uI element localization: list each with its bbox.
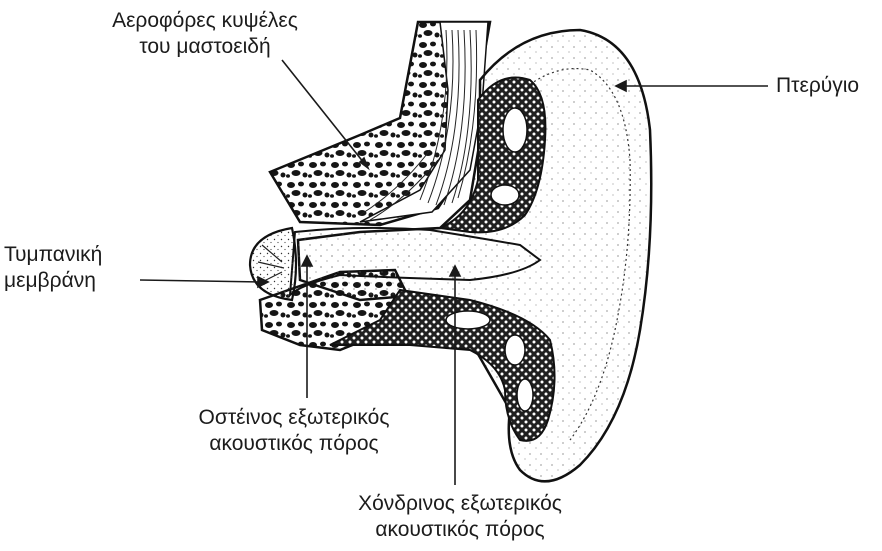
cartilage-hole-3 — [446, 311, 490, 329]
label-mastoid-line2: του μαστοειδή — [110, 34, 300, 60]
label-tympanic-line1: Τυμπανική — [4, 242, 102, 268]
cartilage-hole-4 — [505, 335, 525, 365]
label-tympanic-membrane: Τυμπανική μεμβράνη — [4, 242, 102, 294]
label-bony-line1: Οστέινος εξωτερικός — [168, 405, 420, 431]
cartilage-hole-2 — [491, 185, 519, 205]
label-bony-line2: ακουστικός πόρος — [168, 431, 420, 457]
label-pinna-line1: Πτερύγιο — [776, 73, 859, 99]
cartilage-hole-5 — [517, 379, 533, 411]
tympanic-membrane — [250, 228, 296, 300]
label-bony-external-canal: Οστέινος εξωτερικός ακουστικός πόρος — [168, 405, 420, 457]
label-cartilage-line1: Χόνδρινος εξωτερικός — [325, 491, 595, 517]
label-pinna: Πτερύγιο — [776, 73, 859, 99]
cartilage-hole-1 — [503, 108, 527, 152]
label-tympanic-line2: μεμβράνη — [4, 268, 102, 294]
label-mastoid-line1: Αεροφόρες κυψέλες — [110, 8, 300, 34]
label-cartilage-line2: ακουστικός πόρος — [325, 517, 595, 543]
label-mastoid-air-cells: Αεροφόρες κυψέλες του μαστοειδή — [110, 8, 300, 60]
label-cartilaginous-external-canal: Χόνδρινος εξωτερικός ακουστικός πόρος — [325, 491, 595, 543]
